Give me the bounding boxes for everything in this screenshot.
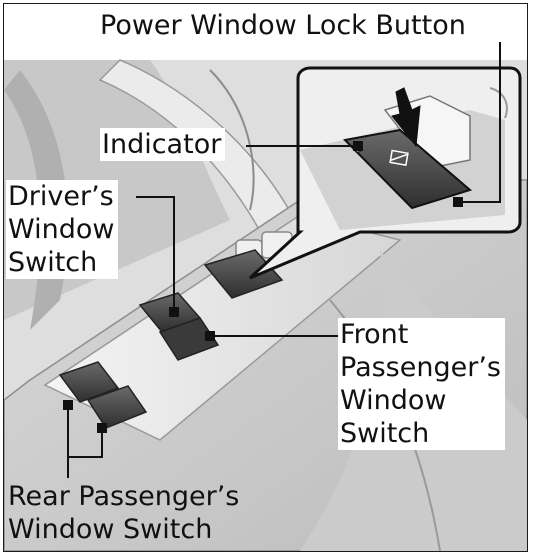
label-line: Driver’s <box>8 181 114 212</box>
front-passenger-switch <box>158 317 220 361</box>
label-rear-passengers-window-switch: Rear Passenger’s Window Switch <box>8 480 239 546</box>
label-line: Front <box>340 319 409 350</box>
leader-power-window-lock <box>458 42 501 203</box>
label-front-passengers-window-switch: Front Passenger’s Window Switch <box>338 318 505 450</box>
zoom-knob-contour <box>489 87 508 119</box>
label-line: Window <box>340 385 447 416</box>
label-line: Window <box>8 214 115 245</box>
label-line: Switch <box>8 247 98 278</box>
rear-left-switch <box>58 361 120 403</box>
handle-contour <box>209 69 255 211</box>
label-drivers-window-switch: Driver’s Window Switch <box>6 180 119 279</box>
zoom-lock-button <box>342 128 473 210</box>
label-line: Switch <box>340 418 430 449</box>
label-line: Rear Passenger’s <box>8 481 240 512</box>
leader-drivers <box>136 196 175 312</box>
leader-dots <box>63 141 463 433</box>
label-indicator: Indicator <box>100 128 226 161</box>
rear-right-switch <box>86 385 148 429</box>
press-arrow-icon <box>391 87 421 148</box>
lock-window-icon <box>389 149 409 166</box>
leader-lines <box>67 42 501 478</box>
label-power-window-lock-button: Power Window Lock Button <box>100 10 466 41</box>
lock-button-small <box>203 249 284 299</box>
label-line: Window Switch <box>8 514 213 545</box>
leader-rear <box>67 405 103 458</box>
label-line: Passenger’s <box>340 352 501 383</box>
